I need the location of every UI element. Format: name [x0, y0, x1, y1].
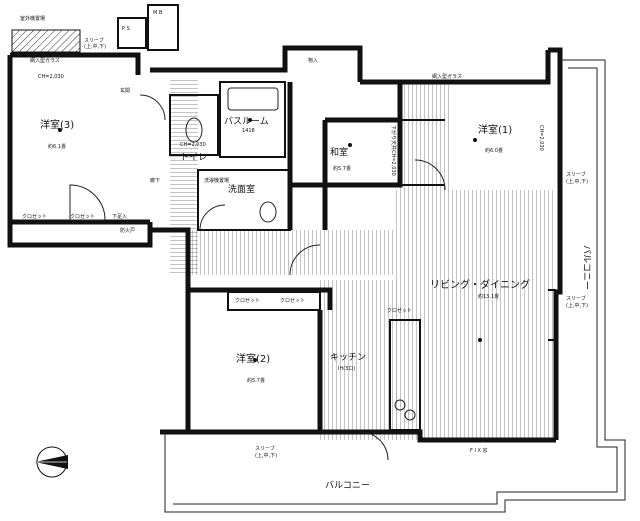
stove-burner-2 [404, 409, 416, 421]
outdoor-room-label: 室外機置場 [20, 15, 45, 22]
japanese-size: 約5.7畳 [333, 165, 351, 172]
wash-basin [259, 201, 277, 223]
balcony-outline [164, 59, 626, 513]
door-living [359, 431, 389, 461]
bath-name: バスルーム [224, 116, 269, 127]
door-entrance [139, 94, 166, 121]
closet-w2-b: クロゼット [280, 297, 305, 304]
laundry-label: 洗濯機置場 [204, 177, 229, 184]
wire-glass-label: 網入型ガラス [432, 73, 462, 80]
door-w2 [289, 244, 321, 276]
door-w3 [69, 184, 106, 221]
ch-w1: CH=2,030 [538, 125, 544, 151]
sleeve-top-left-sub: (上,中,下) [84, 43, 106, 50]
western2-name: 洋室(2) [236, 352, 270, 365]
wall-western3 [7, 52, 153, 248]
bath-walls [219, 81, 286, 158]
ch-w3: CH=2,030 [38, 74, 64, 80]
western2-size: 約5.7畳 [247, 377, 265, 384]
toilet-name: トイレ [180, 153, 207, 163]
corridor-floor [170, 80, 198, 275]
shoebox-label: 下足入 [112, 214, 127, 220]
living-floor [395, 190, 555, 440]
western1-size: 約6.0畳 [485, 147, 503, 154]
wall-bottom [160, 429, 556, 443]
closet-hall: クロゼット [387, 307, 412, 314]
wall-left-w2 [152, 227, 191, 432]
sleeve-bottom: スリーブ [255, 445, 275, 452]
kitchen-counter [389, 319, 421, 431]
closet-w2 [227, 291, 321, 311]
ps-label: P S [122, 26, 130, 32]
balcony-bottom-label: バルコニー [325, 480, 370, 491]
bathtub [227, 87, 279, 111]
door-washroom [199, 204, 226, 231]
living-floor-left [320, 280, 400, 440]
stove-burner-1 [394, 399, 406, 411]
sleeve-right-top: スリーブ [566, 171, 586, 178]
wall-bath [150, 45, 363, 82]
living-size: 約13.1畳 [478, 293, 499, 300]
sleeve-bottom-sub: (上,中,下) [255, 452, 277, 459]
entrance-name: 玄関 [120, 87, 130, 94]
w2-top-wall [188, 287, 333, 432]
closet-w1 [400, 119, 445, 186]
hall-name: 廊下 [150, 177, 160, 184]
toilet-bowl [185, 117, 203, 143]
ps-shaft [117, 17, 147, 49]
door-w1 [414, 159, 446, 191]
closet-w2-a: クロゼット [235, 297, 260, 304]
kitchen-name: キッチン [330, 352, 366, 363]
sleeve-right-mid: スリーブ [566, 295, 586, 302]
balcony-inner [173, 67, 618, 505]
closet-w3-b: クロゼット [70, 213, 95, 220]
wall-right [548, 47, 563, 440]
hall-floor [190, 230, 395, 275]
toilet-walls [169, 94, 219, 156]
storage-label: 物入 [308, 57, 318, 64]
sleeve-top-left: スリーブ [84, 37, 104, 44]
ch-toilet: CH=2,030 [180, 142, 206, 148]
outdoor-unit-area [11, 29, 81, 53]
western1-strip [400, 80, 450, 190]
western3-name: 洋室(3) [40, 118, 74, 131]
washroom-name: 洗面室 [228, 183, 255, 195]
western3-size: 約6.1畳 [48, 143, 66, 150]
living-column [548, 289, 556, 341]
mb-shaft [147, 4, 179, 51]
japanese-name: 和室 [330, 146, 348, 158]
fix-window-label: F I X 窓 [470, 447, 488, 454]
glass-top-label: 網入型ガラス [30, 57, 60, 64]
north-arrow-icon [35, 446, 68, 478]
wall-top-right [360, 50, 551, 85]
bath-size: 1418 [242, 128, 255, 134]
light-points [58, 118, 482, 362]
sleeve-right-mid-sub: (上,中,下) [566, 302, 588, 309]
sleeve-right-top-sub: (上,中,下) [566, 178, 588, 185]
balcony-right-label: バルコニー [581, 245, 592, 290]
fire-door-label: 防火戸 [120, 227, 135, 234]
living-name: リビング・ダイニング [430, 278, 530, 291]
closet-w3-a: クロゼット [22, 213, 47, 220]
mb-label: M B [153, 10, 163, 16]
western1-name: 洋室(1) [478, 123, 512, 136]
kitchen-note: IH(3口) [338, 366, 355, 372]
ch-japanese: 下がり天井CH=2,030 [390, 125, 397, 176]
